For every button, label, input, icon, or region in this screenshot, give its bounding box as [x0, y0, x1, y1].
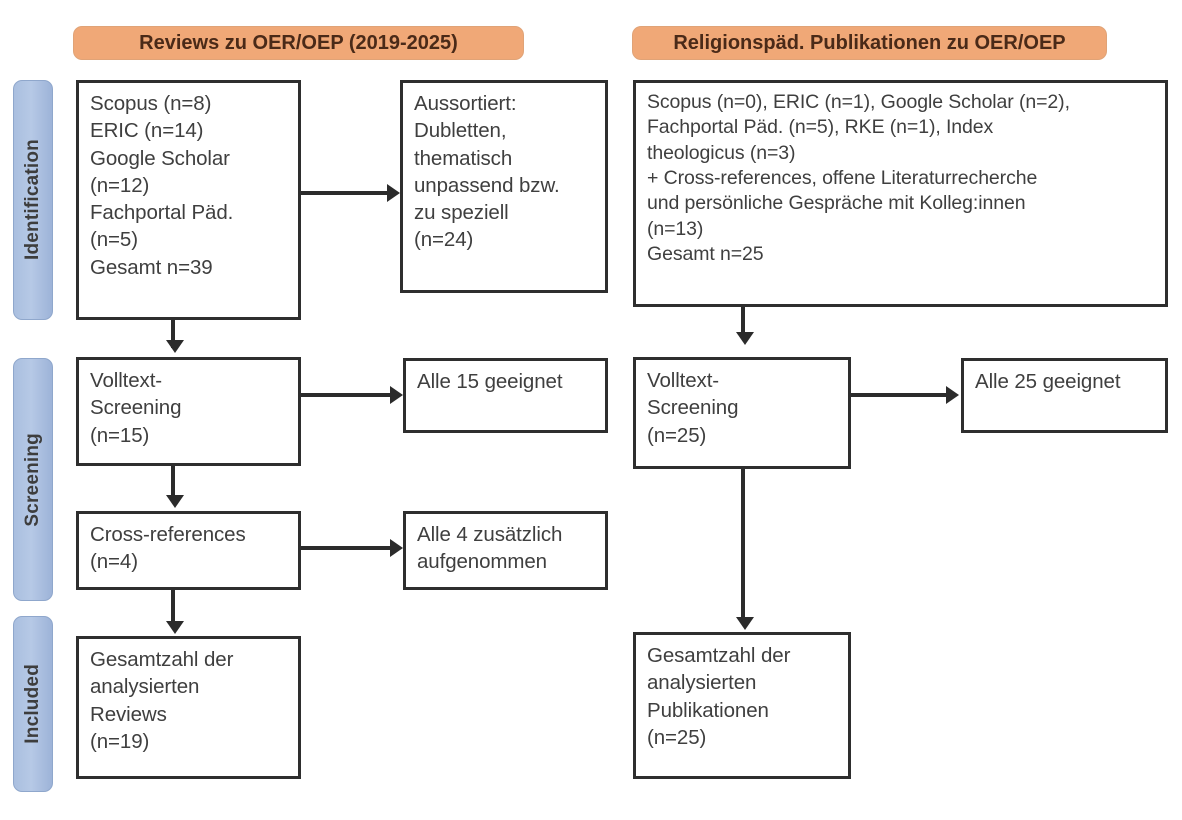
box-right-included-text: Gesamtzahl der analysierten Publikatione…: [647, 644, 791, 749]
arrowhead-left-crossrefs-to-result: [390, 539, 403, 557]
box-left-crossrefs: Cross-references (n=4): [76, 511, 301, 590]
phase-label-identification-text: Identification: [22, 139, 43, 261]
box-left-screening-result: Alle 15 geeignet: [403, 358, 608, 433]
box-right-screening-result: Alle 25 geeignet: [961, 358, 1168, 433]
phase-label-included-text: Included: [22, 664, 43, 744]
connector-left-identification-to-excluded: [301, 191, 389, 195]
phase-label-screening-text: Screening: [22, 432, 43, 527]
arrowhead-left-screening-to-result: [390, 386, 403, 404]
box-left-included: Gesamtzahl der analysierten Reviews (n=1…: [76, 636, 301, 779]
column-header-religionspaed-text: Religionspäd. Publikationen zu OER/OEP: [673, 31, 1066, 54]
box-right-identification-sources: Scopus (n=0), ERIC (n=1), Google Scholar…: [633, 80, 1168, 307]
box-left-screening-result-text: Alle 15 geeignet: [417, 370, 563, 393]
connector-left-crossrefs-to-result: [301, 546, 392, 550]
box-left-excluded-text: Aussortiert: Dubletten, thematisch unpas…: [414, 92, 560, 252]
box-right-included: Gesamtzahl der analysierten Publikatione…: [633, 632, 851, 779]
connector-left-crossrefs-to-included: [171, 590, 175, 628]
arrowhead-right-screening-to-included: [736, 617, 754, 630]
column-header-reviews: Reviews zu OER/OEP (2019-2025): [73, 26, 524, 60]
phase-label-screening: Screening: [13, 358, 53, 601]
arrowhead-right-screening-to-result: [946, 386, 959, 404]
column-header-religionspaed: Religionspäd. Publikationen zu OER/OEP: [632, 26, 1107, 60]
arrowhead-left-identification-to-excluded: [387, 184, 400, 202]
box-left-fulltext-screening-text: Volltext- Screening (n=15): [90, 369, 182, 447]
phase-label-identification: Identification: [13, 80, 53, 320]
box-right-screening-result-text: Alle 25 geeignet: [975, 370, 1121, 393]
box-left-excluded: Aussortiert: Dubletten, thematisch unpas…: [400, 80, 608, 293]
arrowhead-left-screening-to-crossrefs: [166, 495, 184, 508]
connector-right-screening-to-result: [851, 393, 948, 397]
connector-left-screening-to-result: [301, 393, 392, 397]
box-right-identification-sources-text: Scopus (n=0), ERIC (n=1), Google Scholar…: [647, 91, 1070, 266]
phase-label-included: Included: [13, 616, 53, 792]
connector-right-screening-to-included: [741, 469, 745, 624]
box-left-crossrefs-text: Cross-references (n=4): [90, 523, 246, 574]
box-left-included-text: Gesamtzahl der analysierten Reviews (n=1…: [90, 648, 234, 753]
box-right-fulltext-screening-text: Volltext- Screening (n=25): [647, 369, 739, 447]
box-left-identification-sources: Scopus (n=8) ERIC (n=14) Google Scholar …: [76, 80, 301, 320]
box-left-crossrefs-result-text: Alle 4 zusätzlich aufgenommen: [417, 523, 563, 574]
connector-right-identification-to-screening: [741, 307, 745, 339]
arrowhead-right-identification-to-screening: [736, 332, 754, 345]
box-left-identification-sources-text: Scopus (n=8) ERIC (n=14) Google Scholar …: [90, 92, 234, 279]
box-left-crossrefs-result: Alle 4 zusätzlich aufgenommen: [403, 511, 608, 590]
box-right-fulltext-screening: Volltext- Screening (n=25): [633, 357, 851, 469]
box-left-fulltext-screening: Volltext- Screening (n=15): [76, 357, 301, 466]
connector-left-identification-to-screening: [171, 320, 175, 348]
column-header-reviews-text: Reviews zu OER/OEP (2019-2025): [139, 31, 458, 54]
arrowhead-left-crossrefs-to-included: [166, 621, 184, 634]
arrowhead-left-identification-to-screening: [166, 340, 184, 353]
connector-left-screening-to-crossrefs: [171, 466, 175, 502]
